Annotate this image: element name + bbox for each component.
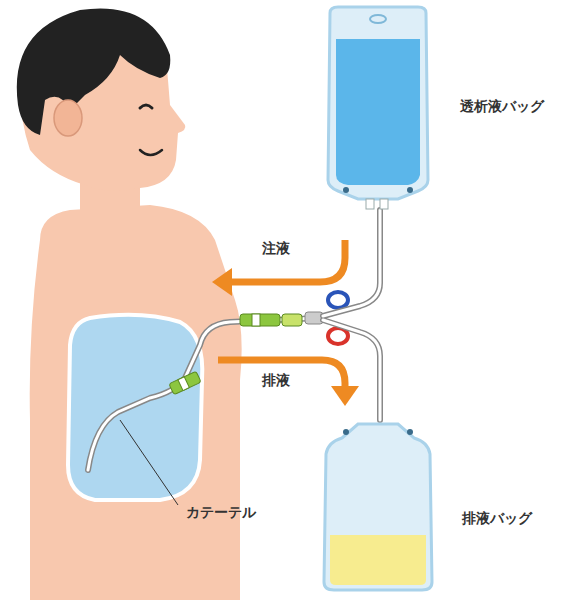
solution-bag: 透析液バッグ (318, 5, 438, 210)
drain-arrowhead (331, 386, 359, 406)
tube-outline (323, 210, 380, 420)
tube-inner (323, 210, 380, 420)
part-label: カテーテル (186, 504, 256, 522)
person-eye (140, 105, 152, 108)
bag-outline (318, 5, 438, 210)
catheter-leader (120, 420, 178, 505)
catheter-tube (88, 318, 318, 470)
y-junction (305, 312, 323, 324)
bag-outline (318, 420, 438, 592)
drain-arrow (218, 360, 345, 392)
blue-clamp (328, 292, 348, 308)
infusion-arrow (225, 240, 345, 282)
person-mouth (140, 150, 162, 155)
person-hair (17, 8, 171, 135)
flow-label: 注液 (262, 240, 290, 258)
person-ear (54, 100, 82, 136)
connector-green (169, 371, 201, 395)
red-clamp (328, 328, 348, 344)
connector-green (240, 314, 302, 326)
tube (323, 210, 380, 420)
flow-label: 排液 (262, 372, 290, 390)
catheter-tube (88, 318, 318, 470)
bag-heading: 透析液バッグ (460, 98, 544, 116)
bag-heading: 排液バッグ (462, 510, 532, 528)
solution-bag: 排液バッグ (318, 420, 438, 592)
infusion-arrowhead (212, 268, 232, 296)
